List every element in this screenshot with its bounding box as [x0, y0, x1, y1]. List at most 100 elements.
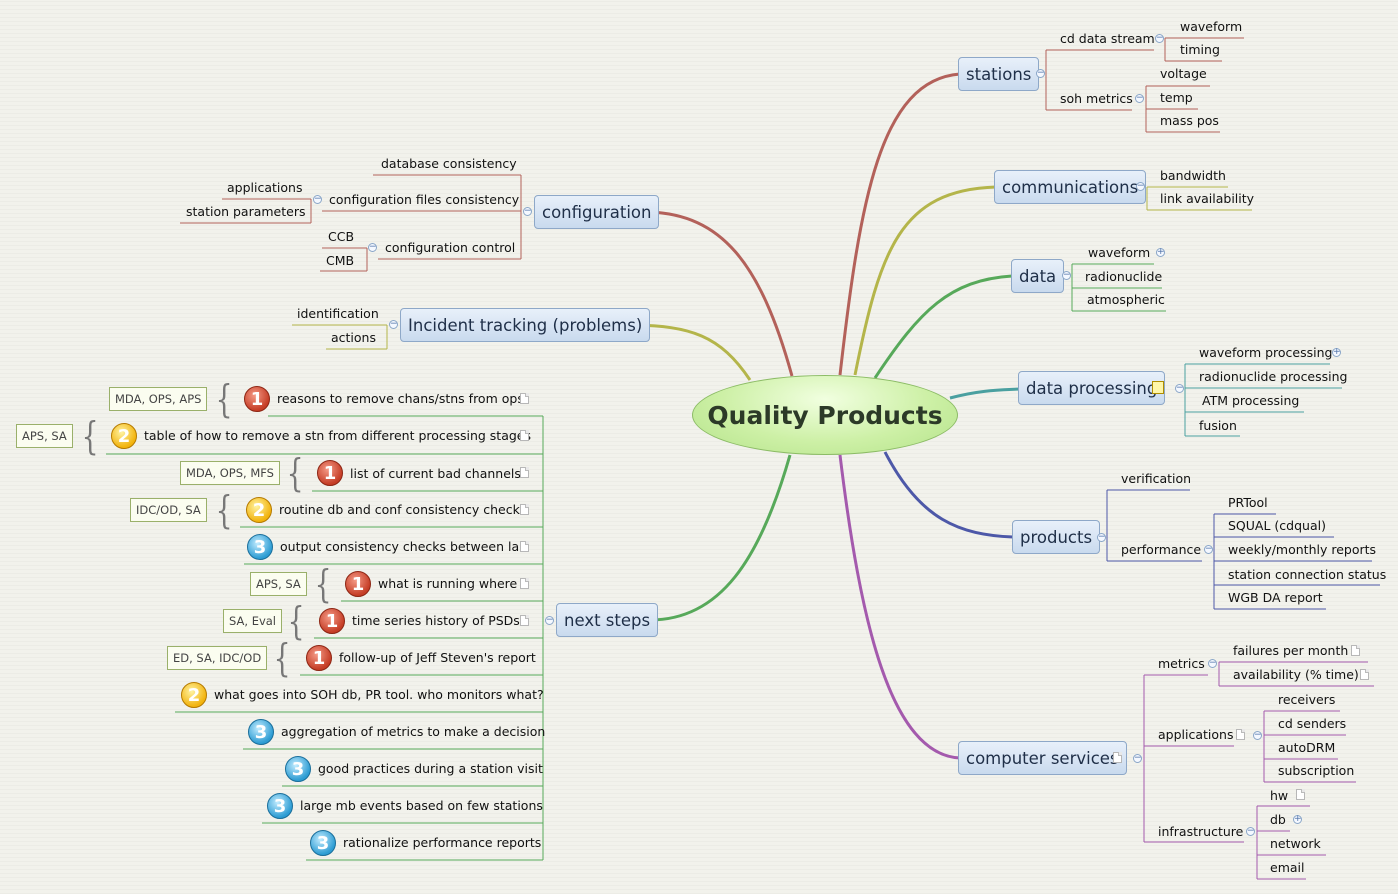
expand-toggle-icon[interactable]: +	[1332, 347, 1341, 357]
node-infrastructure[interactable]: infrastructure	[1158, 824, 1244, 839]
node-weekly-reports[interactable]: weekly/monthly reports	[1228, 542, 1377, 557]
node-radionuclide[interactable]: radionuclide	[1085, 269, 1163, 284]
node-hw[interactable]: hw	[1270, 788, 1289, 803]
resource-tag[interactable]: MDA, OPS, MFS	[180, 461, 280, 485]
node-receivers[interactable]: receivers	[1278, 692, 1336, 707]
next-step-item[interactable]: routine db and conf consistency checks	[279, 502, 527, 517]
collapse-toggle-icon[interactable]: −	[1097, 532, 1106, 542]
node-squal[interactable]: SQUAL (cdqual)	[1228, 518, 1326, 533]
topic-data-processing[interactable]: data processing	[1018, 371, 1166, 405]
node-availability[interactable]: availability (% time)	[1233, 667, 1359, 682]
node-prtool[interactable]: PRTool	[1228, 495, 1268, 510]
node-failures-per-month[interactable]: failures per month	[1233, 643, 1349, 658]
node-bandwidth[interactable]: bandwidth	[1160, 168, 1226, 183]
note-icon[interactable]	[1360, 669, 1369, 680]
topic-communications[interactable]: communications	[994, 170, 1147, 204]
note-icon[interactable]	[520, 467, 529, 478]
note-icon[interactable]	[520, 430, 529, 441]
note-icon[interactable]	[520, 541, 529, 552]
next-step-item[interactable]: what goes into SOH db, PR tool. who moni…	[214, 687, 544, 702]
next-step-item[interactable]: aggregation of metrics to make a decisio…	[281, 724, 546, 739]
topic-configuration[interactable]: configuration	[534, 195, 660, 229]
note-icon[interactable]	[520, 504, 529, 515]
node-performance[interactable]: performance	[1121, 542, 1202, 557]
note-icon[interactable]	[1113, 752, 1122, 763]
central-topic[interactable]: Quality Products	[692, 375, 958, 455]
next-step-item[interactable]: output consistency checks between lan	[280, 539, 528, 554]
expand-toggle-icon[interactable]: +	[1156, 247, 1165, 257]
collapse-toggle-icon[interactable]: −	[1036, 68, 1045, 78]
node-data-waveform[interactable]: waveform	[1088, 245, 1151, 260]
collapse-toggle-icon[interactable]: −	[1253, 730, 1262, 740]
node-atm-processing[interactable]: ATM processing	[1202, 393, 1300, 408]
note-icon[interactable]	[520, 615, 529, 626]
node-identification[interactable]: identification	[297, 306, 379, 321]
node-ccb[interactable]: CCB	[328, 229, 355, 244]
topic-data[interactable]: data	[1011, 259, 1065, 293]
node-wgb-da-report[interactable]: WGB DA report	[1228, 590, 1323, 605]
next-step-item[interactable]: time series history of PSDs	[352, 613, 520, 628]
node-atmospheric[interactable]: atmospheric	[1087, 292, 1165, 307]
node-waveform[interactable]: waveform	[1180, 19, 1243, 34]
node-cmb[interactable]: CMB	[326, 253, 355, 268]
topic-next-steps[interactable]: next steps	[556, 603, 659, 637]
note-icon[interactable]	[1152, 381, 1164, 394]
node-radionuclide-processing[interactable]: radionuclide processing	[1199, 369, 1348, 384]
node-autodrm[interactable]: autoDRM	[1278, 740, 1336, 755]
node-link-availability[interactable]: link availability	[1160, 191, 1255, 206]
node-applications-config[interactable]: applications	[227, 180, 303, 195]
node-fusion[interactable]: fusion	[1199, 418, 1237, 433]
note-icon[interactable]	[1236, 729, 1245, 740]
note-icon[interactable]	[520, 578, 529, 589]
next-step-item[interactable]: table of how to remove a stn from differ…	[144, 428, 531, 443]
node-waveform-processing[interactable]: waveform processing	[1199, 345, 1333, 360]
collapse-toggle-icon[interactable]: −	[1133, 753, 1142, 763]
collapse-toggle-icon[interactable]: −	[523, 206, 532, 216]
resource-tag[interactable]: IDC/OD, SA	[130, 498, 207, 522]
collapse-toggle-icon[interactable]: −	[1204, 544, 1213, 554]
expand-toggle-icon[interactable]: +	[1293, 814, 1302, 824]
node-soh-metrics[interactable]: soh metrics	[1060, 91, 1133, 106]
node-subscription[interactable]: subscription	[1278, 763, 1355, 778]
node-mass-pos[interactable]: mass pos	[1160, 113, 1219, 128]
collapse-toggle-icon[interactable]: −	[389, 319, 398, 329]
note-icon[interactable]	[1351, 645, 1360, 656]
node-configuration-files-consistency[interactable]: configuration files consistency	[329, 192, 520, 207]
next-step-item[interactable]: reasons to remove chans/stns from ops	[277, 391, 524, 406]
next-step-item[interactable]: what is running where	[378, 576, 518, 591]
node-verification[interactable]: verification	[1121, 471, 1192, 486]
collapse-toggle-icon[interactable]: −	[368, 242, 377, 252]
resource-tag[interactable]: APS, SA	[250, 572, 307, 596]
resource-tag[interactable]: SA, Eval	[223, 609, 283, 633]
topic-incident-tracking[interactable]: Incident tracking (problems)	[400, 308, 651, 342]
topic-stations[interactable]: stations	[958, 57, 1040, 91]
node-cd-senders[interactable]: cd senders	[1278, 716, 1347, 731]
resource-tag[interactable]: APS, SA	[16, 424, 73, 448]
next-step-item[interactable]: rationalize performance reports	[343, 835, 542, 850]
collapse-toggle-icon[interactable]: −	[1246, 826, 1255, 836]
node-station-parameters[interactable]: station parameters	[186, 204, 306, 219]
next-step-item[interactable]: large mb events based on few stations	[300, 798, 543, 813]
note-icon[interactable]	[1296, 789, 1305, 800]
node-email[interactable]: email	[1270, 860, 1305, 875]
topic-computer-services[interactable]: computer services	[958, 741, 1127, 775]
node-network[interactable]: network	[1270, 836, 1321, 851]
collapse-toggle-icon[interactable]: −	[1208, 658, 1217, 668]
collapse-toggle-icon[interactable]: −	[1155, 33, 1164, 43]
resource-tag[interactable]: MDA, OPS, APS	[109, 387, 208, 411]
node-database-consistency[interactable]: database consistency	[381, 156, 517, 171]
collapse-toggle-icon[interactable]: −	[313, 194, 322, 204]
node-actions[interactable]: actions	[331, 330, 376, 345]
collapse-toggle-icon[interactable]: −	[1062, 270, 1071, 280]
next-step-item[interactable]: good practices during a station visit	[318, 761, 543, 776]
node-voltage[interactable]: voltage	[1160, 66, 1207, 81]
note-icon[interactable]	[520, 393, 529, 404]
node-cd-data-stream[interactable]: cd data stream	[1060, 31, 1155, 46]
next-step-item[interactable]: list of current bad channels	[350, 466, 521, 481]
node-timing[interactable]: timing	[1180, 42, 1220, 57]
node-applications[interactable]: applications	[1158, 727, 1234, 742]
resource-tag[interactable]: ED, SA, IDC/OD	[167, 646, 268, 670]
node-configuration-control[interactable]: configuration control	[385, 240, 516, 255]
node-metrics[interactable]: metrics	[1158, 656, 1205, 671]
collapse-toggle-icon[interactable]: −	[1135, 93, 1144, 103]
